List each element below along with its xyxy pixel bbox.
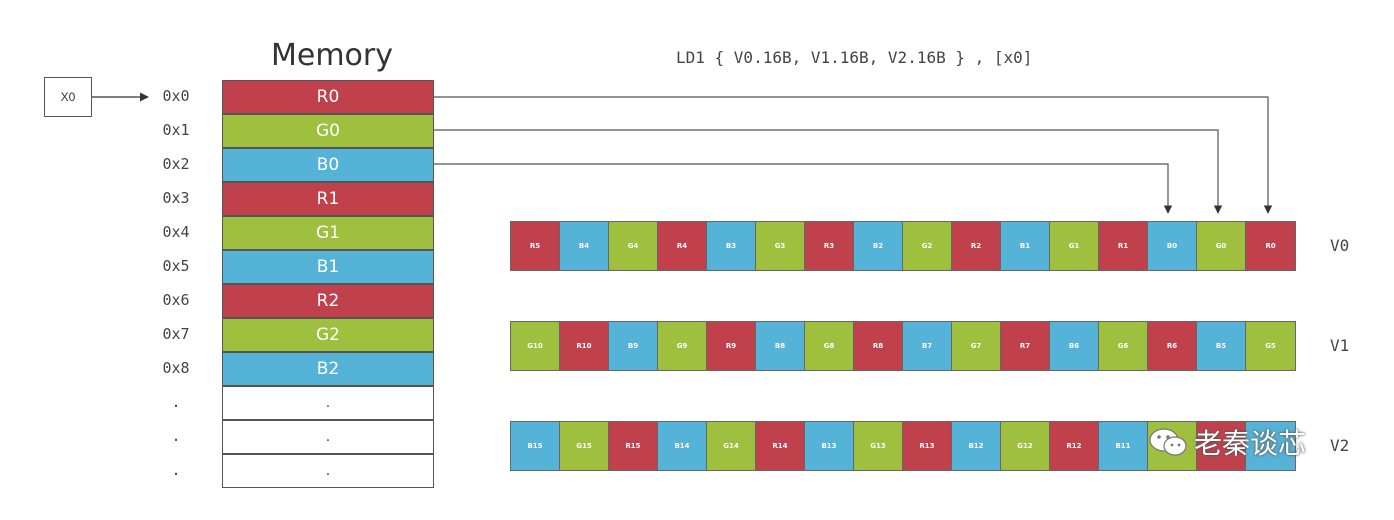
memory-cell: G2 [222,318,434,352]
vector-lane: B4 [560,222,609,270]
arrow-g0-to-v0 [434,129,1223,214]
address-label: 0x3 [162,189,190,207]
vector-lane: R6 [1148,322,1197,370]
vector-lane: G12 [1001,422,1050,470]
vector-lane: R10 [560,322,609,370]
address-label: 0x2 [162,155,190,173]
vector-lane: G7 [952,322,1001,370]
vector-lane: B0 [1148,222,1197,270]
memory-cell: G1 [222,216,434,250]
instruction-text: LD1 { V0.16B, V1.16B, V2.16B } , [x0] [676,48,1033,67]
address-label: 0x7 [162,325,190,343]
memory-cell: B2 [222,352,434,386]
vector-lane: R0 [1246,222,1295,270]
vector-lane: R8 [854,322,903,370]
memory-cell: R1 [222,182,434,216]
address-label: 0x6 [162,291,190,309]
wechat-icon [1149,428,1187,456]
vector-lane: R2 [952,222,1001,270]
vector-lane: R4 [658,222,707,270]
vector-lane: B2 [854,222,903,270]
vector-lane: R5 [511,222,560,270]
x0-register-box: X0 [44,77,92,117]
memory-cell: R0 [222,80,434,114]
vector-lane: R15 [609,422,658,470]
vector-lane: B13 [805,422,854,470]
vector-lane: B3 [707,222,756,270]
vector-lane [1197,422,1246,470]
address-label: . [171,461,181,479]
vector-lane: B1 [1001,222,1050,270]
vector-lane: B9 [609,322,658,370]
vector-lane: B6 [1050,322,1099,370]
address-label: . [171,393,181,411]
vector-lane [1246,422,1295,470]
memory-cell: B0 [222,148,434,182]
vector-lane: R14 [756,422,805,470]
memory-cell: B1 [222,250,434,284]
vector-lane: R1 [1099,222,1148,270]
vector-lane: R3 [805,222,854,270]
vector-lane: G15 [560,422,609,470]
vector-lane: B14 [658,422,707,470]
memory-cell: . [222,386,434,420]
vector-lane: B5 [1197,322,1246,370]
memory-cell: G0 [222,114,434,148]
vector-register-label: V0 [1330,236,1350,255]
arrow-b0-to-v0 [434,163,1173,214]
vector-lane: G5 [1246,322,1295,370]
vector-lane: R13 [903,422,952,470]
address-label: 0x4 [162,223,190,241]
vector-lane: G2 [903,222,952,270]
vector-lane: G8 [805,322,854,370]
memory-cell: . [222,420,434,454]
address-label: . [171,427,181,445]
vector-lane: G1 [1050,222,1099,270]
watermark: 老秦谈芯 [1148,422,1306,462]
arrow-r0-to-v0 [434,96,1273,214]
address-label: 0x5 [162,257,190,275]
address-label: 0x1 [162,121,190,139]
vector-lane: G4 [609,222,658,270]
vector-register-label: V1 [1330,336,1350,355]
vector-lane: B7 [903,322,952,370]
vector-lane: B12 [952,422,1001,470]
vector-lane: G0 [1197,222,1246,270]
vector-lane: G6 [1099,322,1148,370]
memory-cell: . [222,454,434,488]
vector-lane: B8 [756,322,805,370]
vector-lane: R12 [1050,422,1099,470]
address-label: 0x8 [162,359,190,377]
vector-lane: B11 [1099,422,1148,470]
vector-lane: G3 [756,222,805,270]
watermark-text: 老秦谈芯 [1194,427,1307,460]
address-label: 0x0 [162,87,190,105]
vector-lane: R9 [707,322,756,370]
vector-lane: R7 [1001,322,1050,370]
vector-lane: G14 [707,422,756,470]
vector-lane: B15 [511,422,560,470]
vector-lane: G10 [511,322,560,370]
memory-title: Memory [270,38,393,73]
memory-cell: R2 [222,284,434,318]
vector-lane: G9 [658,322,707,370]
vector-register-label: V2 [1330,436,1350,455]
vector-lane: G13 [854,422,903,470]
